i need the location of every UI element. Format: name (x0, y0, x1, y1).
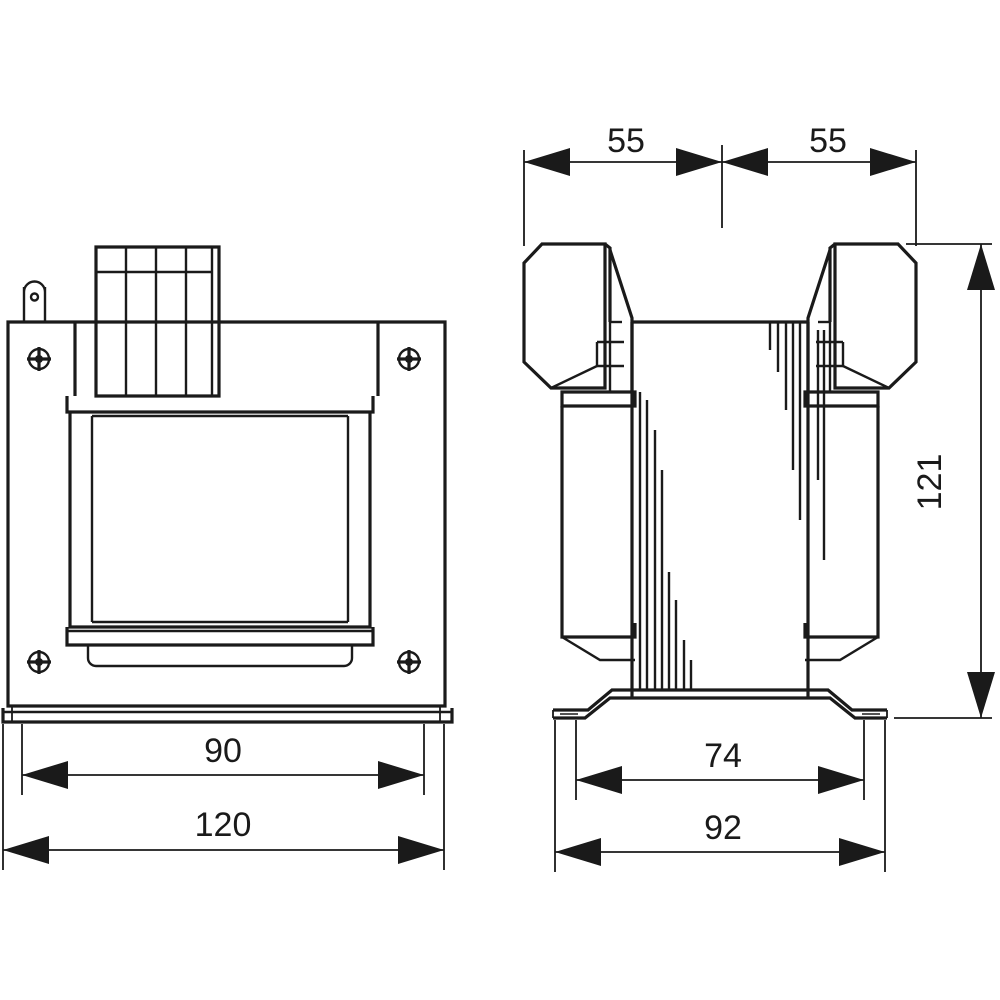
dim-92-label: 92 (704, 809, 742, 847)
side-base-foot-outline (553, 696, 887, 720)
side-right-shroud-terminal-pocket (816, 340, 845, 368)
dim-120-arrow-right (398, 836, 444, 864)
dimension-92: 92 (554, 720, 886, 872)
dim-74-arrow-right (818, 766, 864, 794)
side-left-shroud-terminal-pocket (595, 340, 624, 368)
dim-74-arrow-left (576, 766, 622, 794)
front-lower-clamp-band (65, 627, 375, 647)
side-right-bobbin-top-flange (803, 390, 880, 408)
front-terminal-block (94, 245, 221, 398)
front-mounting-hole-bottom-left (27, 650, 51, 674)
dim-55-arrow-left-outer (524, 148, 570, 176)
front-body-plate (6, 320, 447, 708)
front-hanger-tab (22, 280, 47, 322)
dim-121-arrow-bottom (967, 672, 995, 718)
side-left-terminal-shroud (522, 242, 607, 390)
side-left-bobbin-bottom-flange (560, 623, 637, 639)
side-base-foot-inner (553, 688, 887, 712)
dim-90-label: 90 (204, 732, 242, 770)
dimension-121: 121 (894, 243, 995, 719)
side-lamination-lines-lower-left (638, 392, 693, 690)
dimension-120: 120 (2, 724, 445, 870)
dim-55-left-label: 55 (607, 122, 645, 160)
front-base-foot-notches (11, 706, 441, 722)
side-right-bobbin-bottom-flange (803, 623, 880, 639)
front-mounting-hole-top-right (397, 347, 421, 371)
dimension-90: 90 (21, 724, 425, 795)
dim-121-arrow-top (967, 244, 995, 290)
front-mounting-hole-top-left (27, 347, 51, 371)
dim-90-arrow-left (22, 761, 68, 789)
front-winding-outer (68, 412, 372, 629)
side-right-shroud-lower-chamfer (842, 364, 890, 390)
dim-55-arrow-left-inner (676, 148, 722, 176)
dim-55-right-label: 55 (809, 122, 847, 160)
front-terminal-dividers (124, 247, 188, 396)
side-left-bobbin-lower-brace (561, 635, 635, 662)
front-hanger-tab-hole (29, 292, 40, 302)
dim-74-label: 74 (704, 737, 742, 775)
front-mounting-hole-bottom-right (397, 650, 421, 674)
side-left-shroud-inner-lip (604, 242, 612, 322)
side-left-bobbin-top-flange (560, 390, 637, 408)
front-base-foot-rail (1, 708, 454, 724)
front-view (1, 245, 454, 724)
dimension-74: 74 (575, 720, 865, 800)
front-bobbin-skirt (86, 645, 354, 668)
side-lamination-lines-upper-right (768, 322, 802, 520)
dim-92-arrow-left (555, 838, 601, 866)
side-base-foot-ends (552, 710, 888, 718)
front-winding-inner-edges (90, 416, 350, 622)
side-right-terminal-shroud (833, 242, 918, 390)
dim-120-arrow-left (3, 836, 49, 864)
side-right-bobbin-lower-brace (805, 635, 879, 662)
side-view (522, 242, 918, 720)
dim-121-label: 121 (911, 454, 949, 511)
front-upper-clamp-band (65, 396, 375, 414)
dimension-55-pair: 55 55 (523, 122, 917, 246)
side-lamination-lines-mid-right (816, 330, 826, 560)
dim-55-arrow-right-outer (870, 148, 916, 176)
dim-92-arrow-right (839, 838, 885, 866)
dim-120-label: 120 (195, 806, 252, 844)
side-left-shroud-lower-chamfer (550, 364, 598, 390)
dim-90-arrow-right (378, 761, 424, 789)
dim-55-arrow-right-inner (722, 148, 768, 176)
side-right-shroud-inner-lip (828, 242, 836, 322)
